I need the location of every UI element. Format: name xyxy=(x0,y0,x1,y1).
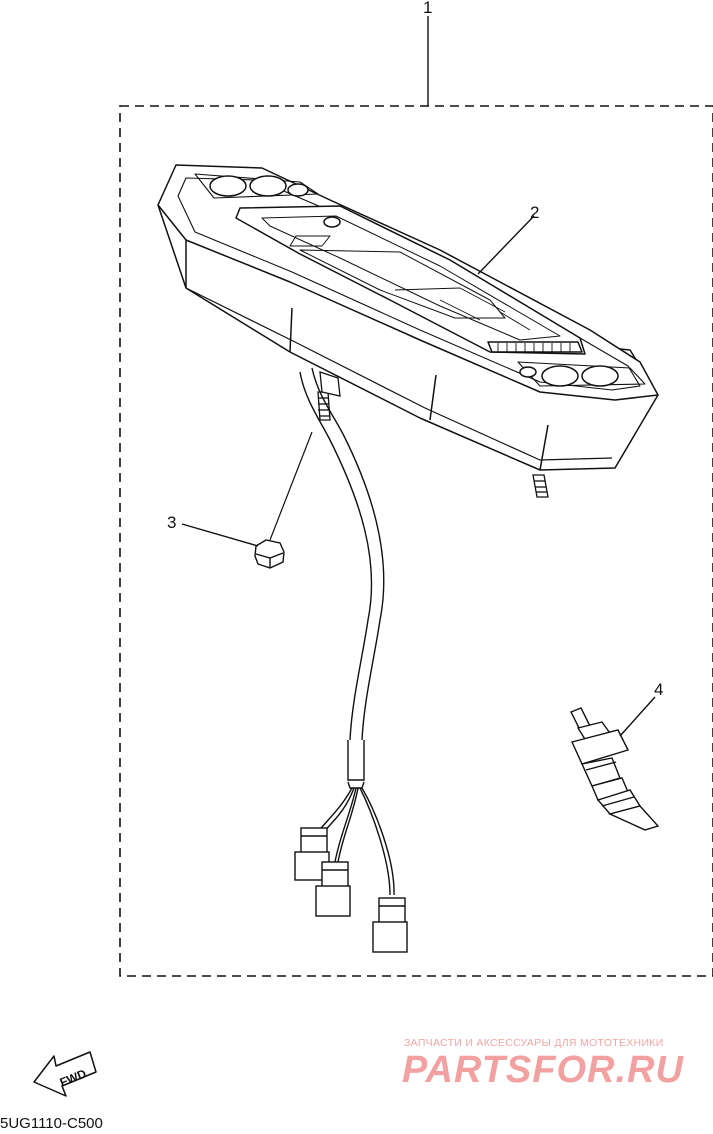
mounting-stud-right xyxy=(532,474,549,498)
callout-1: 1 xyxy=(423,0,432,17)
mounting-stud-left xyxy=(317,391,331,421)
leader-line-4 xyxy=(619,696,656,737)
bulb-socket-part-4 xyxy=(570,707,660,831)
connector-b xyxy=(315,861,351,917)
connector-c xyxy=(372,897,408,953)
leader-line-2 xyxy=(477,215,535,275)
nut-part-3 xyxy=(254,539,285,569)
callout-2: 2 xyxy=(530,203,539,222)
wire-harness xyxy=(299,367,395,896)
drawing-code: 5UG1110-C500 xyxy=(0,1115,103,1129)
leader-line-3 xyxy=(181,523,259,547)
connector-a xyxy=(294,827,330,881)
fwd-arrow-icon: FWD xyxy=(33,1051,97,1097)
watermark-brand: PARTSFOR.RU xyxy=(402,1049,684,1091)
meter-assembly-part-2 xyxy=(157,164,659,471)
assembly-boundary xyxy=(119,105,713,977)
watermark-tagline: ЗАПЧАСТИ И АКСЕССУАРЫ ДЛЯ МОТОТЕХНИКИ xyxy=(404,1037,664,1049)
wire-grommet xyxy=(319,371,341,397)
alignment-line-3 xyxy=(269,431,313,541)
callout-4: 4 xyxy=(654,680,663,699)
callout-3: 3 xyxy=(167,513,176,532)
